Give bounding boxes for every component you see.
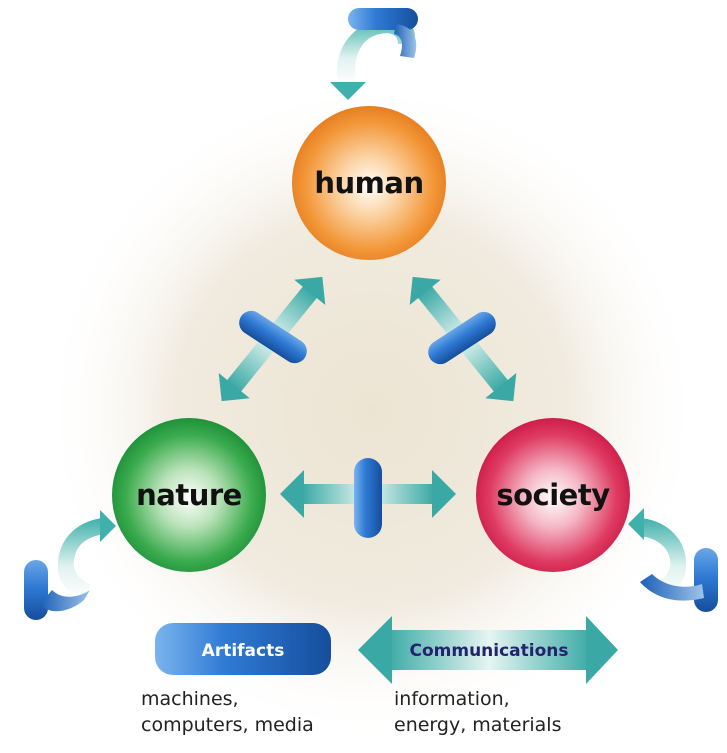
legend-communications: Communications [358,616,618,684]
artifact-bar-human-society [428,311,496,365]
communications-arrow-body [386,630,592,670]
node-society: society [476,418,630,572]
communications-arrow-left [358,616,392,684]
communications-arrow-right [586,616,618,684]
artifact-bar-nature-society [354,458,382,538]
communications-examples: information, energy, materials [394,686,561,738]
artifact-bar-human-nature [239,310,307,364]
nature-self-loop [24,510,116,620]
communications-example-line-2: energy, materials [394,714,562,736]
artifacts-example-line-2: computers, media [141,714,314,736]
artifacts-label: Artifacts [202,641,285,661]
communications-label: Communications [409,641,568,661]
background-glow [42,80,702,740]
legend-artifacts: Artifacts [155,623,331,675]
communications-example-line-1: information, [394,688,510,710]
node-human: human [292,106,446,260]
node-nature-label: nature [136,478,242,512]
artifacts-examples: machines, computers, media [141,686,314,738]
node-society-label: society [496,478,610,512]
artifacts-pill [155,623,331,675]
society-self-loop [628,508,718,612]
node-nature: nature [112,418,266,572]
node-human-label: human [314,166,423,200]
artifacts-example-line-1: machines, [141,688,239,710]
human-self-loop [330,8,418,100]
